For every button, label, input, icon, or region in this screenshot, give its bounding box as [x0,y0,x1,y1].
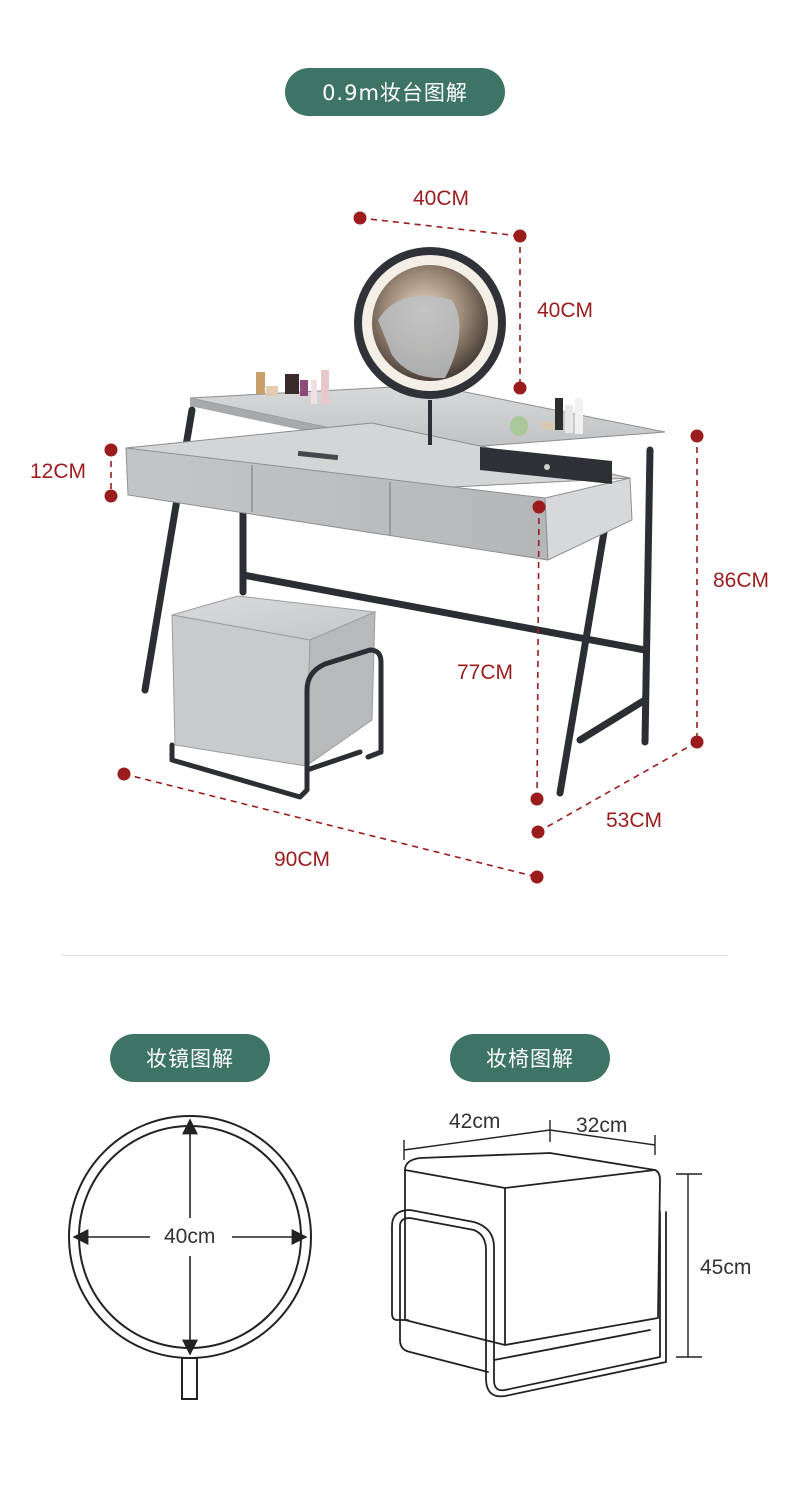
mirror-diameter-arrows [72,1118,308,1356]
vanity-table-illustration [104,211,704,884]
stool-depth-label: 32cm [576,1114,628,1137]
mirror-diameter-label: 40cm [162,1225,218,1249]
stool-dimension-lines [403,1120,702,1358]
cosmetics-right [510,398,583,436]
stool-height-label: 45cm [700,1256,752,1279]
stool-diagram-title: 妆椅图解 [450,1034,610,1082]
mirror-height-label: 40CM [537,299,594,322]
stool-outline [391,1152,667,1398]
round-mirror [354,247,506,445]
depth-label: 53CM [606,809,663,832]
table-height-label: 77CM [457,661,514,684]
total-height-label: 86CM [713,569,770,592]
dimension-dots [104,211,704,884]
section-divider [62,955,728,956]
drawer-height-label: 12CM [30,460,87,483]
dimension-lines [110,217,698,878]
stool-width-label: 42cm [449,1110,501,1133]
width-label: 90CM [274,848,331,871]
mirror-width-label: 40CM [413,187,470,210]
cosmetics-left [256,370,329,404]
stool-illustration [169,595,384,800]
vanity-diagram-title: 0.9m妆台图解 [285,68,505,116]
mirror-diagram-title: 妆镜图解 [110,1034,270,1082]
